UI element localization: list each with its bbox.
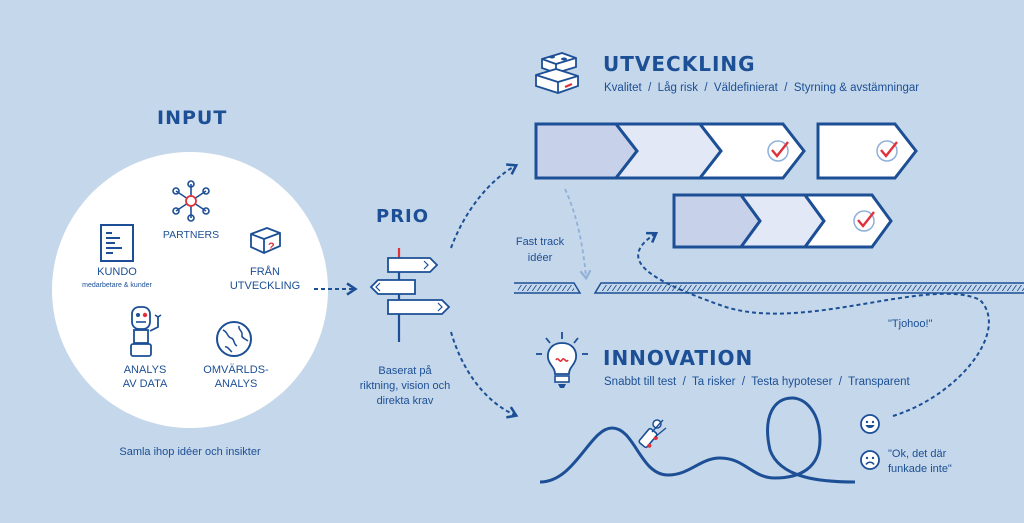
- prio-title: PRIO: [376, 206, 430, 227]
- arrow-prio-to-innovation: [450, 331, 519, 419]
- arrow-prio-to-utveckling: [450, 163, 519, 249]
- innovation-title: INNOVATION: [603, 346, 754, 370]
- lightbulb-icon: [536, 332, 588, 388]
- ok-quote-line2: funkade inte": [888, 463, 952, 475]
- arrow-innovation-to-utveckling: [637, 231, 990, 417]
- rollercoaster-icon: [539, 396, 856, 484]
- kundo-label: KUNDO: [97, 266, 137, 278]
- analys-label-line2: AV DATA: [122, 378, 168, 390]
- kundo-icon: [100, 224, 134, 262]
- tjohoo-quote: "Tjohoo!": [888, 318, 933, 330]
- checkmark-icon: [767, 140, 789, 162]
- utveckling-title: UTVECKLING: [603, 52, 756, 76]
- fran-utveckling-icon: ?: [250, 227, 281, 254]
- partners-label: PARTNERS: [162, 229, 220, 241]
- analys-label-line1: ANALYS: [123, 364, 167, 376]
- input-title: INPUT: [157, 107, 228, 129]
- input-circle: [52, 152, 328, 428]
- omvarld-label-line2: ANALYS: [214, 378, 258, 390]
- ok-quote-line1: "Ok, det där: [888, 448, 947, 460]
- utveckling-track-2: [672, 193, 893, 249]
- prio-caption-line3: direkta krav: [376, 395, 434, 407]
- fasttrack-line1: Fast track: [515, 236, 565, 248]
- fran-label-line2: UTVECKLING: [229, 280, 301, 292]
- fasttrack-line2: idéer: [527, 252, 553, 264]
- kundo-sublabel: medarbetare & kunder: [82, 282, 152, 289]
- happy-face-icon: [860, 414, 880, 434]
- lego-blocks-icon: [535, 52, 579, 94]
- fran-label-line1: FRÅN: [250, 266, 280, 278]
- input-caption: Samla ihop idéer och insikter: [119, 446, 261, 458]
- analys-robot-icon: [130, 306, 162, 357]
- omvarld-label-line1: OMVÄRLDS-: [203, 364, 269, 376]
- innovation-tags: Snabbt till test / Ta risker / Testa hyp…: [604, 376, 910, 388]
- svg-text:?: ?: [268, 241, 275, 253]
- hatched-rail: [514, 282, 1024, 294]
- prio-caption-line2: riktning, vision och: [359, 380, 451, 392]
- omvarld-globe-icon: [216, 321, 252, 357]
- signpost-icon: [369, 248, 451, 342]
- utveckling-track-1-end: [816, 122, 918, 180]
- checkmark-icon: [876, 140, 898, 162]
- prio-caption-line1: Baserat på: [378, 365, 432, 377]
- arrow-fast-track: [564, 188, 592, 281]
- utveckling-track-1: [534, 122, 806, 180]
- sad-face-icon: [860, 450, 880, 470]
- utveckling-tags: Kvalitet / Låg risk / Väldefinierat / St…: [604, 82, 920, 94]
- checkmark-icon: [853, 210, 875, 232]
- partners-icon: [172, 180, 210, 222]
